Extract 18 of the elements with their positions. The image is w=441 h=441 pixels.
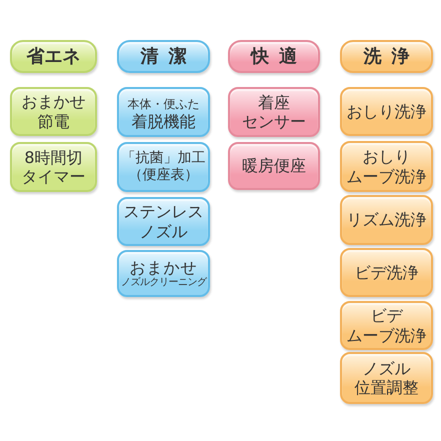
feature-tile: ビデムーブ洗浄 (340, 301, 433, 350)
feature-tile: 着座センサー (228, 87, 320, 137)
category-header: 洗浄 (340, 40, 433, 73)
feature-tile: 8時間切タイマー (10, 142, 97, 192)
feature-tile: 本体・便ふた着脱機能 (117, 87, 210, 137)
feature-tile: リズム洗浄 (340, 195, 433, 245)
feature-tile: 「抗菌」加工（便座表） (117, 142, 210, 192)
feature-tile: おしり洗浄 (340, 87, 433, 136)
category-header: 清潔 (117, 40, 210, 73)
feature-tile: ステンレスノズル (117, 197, 210, 246)
category-header: 省エネ (10, 40, 97, 73)
feature-tile: おまかせ節電 (10, 87, 97, 136)
feature-tile: 暖房便座 (228, 142, 320, 190)
feature-tile: おしりムーブ洗浄 (340, 141, 433, 192)
feature-tile: ビデ洗浄 (340, 248, 433, 297)
feature-tile: ノズル位置調整 (340, 352, 433, 404)
category-header: 快適 (228, 40, 320, 73)
feature-tile: おまかせノズルクリーニング (117, 250, 210, 297)
